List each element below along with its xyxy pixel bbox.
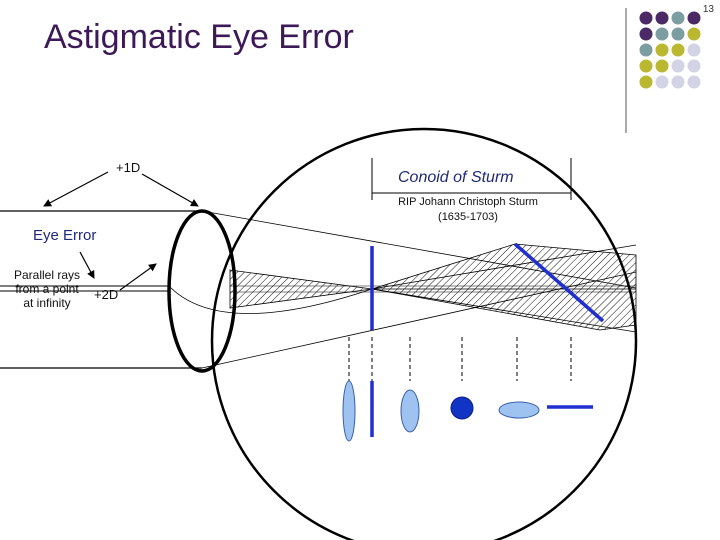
corner-dot: [655, 75, 669, 89]
sturm-name-label: RIP Johann Christoph Sturm: [398, 196, 538, 208]
corner-dot: [687, 75, 701, 89]
corner-dot: [639, 27, 653, 41]
circle-of-least-confusion: [450, 396, 474, 420]
blur-oval-vertical: [400, 389, 420, 433]
parallel-rays-label: Parallel rays from a point at infinity: [4, 268, 90, 310]
corner-dot: [687, 11, 701, 25]
plus-one-diopter-label: +1D: [116, 160, 141, 175]
conoid-hatch-left: [229, 269, 373, 309]
conoid-edge-lower: [371, 288, 637, 333]
eye-error-label: Eye Error: [33, 227, 97, 244]
corner-dot: [655, 59, 669, 73]
corner-dot: [639, 75, 653, 89]
corner-dot: [687, 43, 701, 57]
page-number: 13: [702, 4, 714, 15]
corner-dot: [671, 75, 685, 89]
corner-dot: [639, 59, 653, 73]
corner-dot: [671, 27, 685, 41]
conoid-of-sturm-title: Conoid of Sturm: [398, 169, 514, 186]
plus-two-diopter-label: +2D: [94, 287, 119, 302]
eyeball-outline: [210, 127, 638, 540]
parallel-rays-line-3: at infinity: [23, 296, 71, 310]
corner-dot: [687, 27, 701, 41]
corner-dot: [671, 43, 685, 57]
slide-title: Astigmatic Eye Error: [44, 18, 354, 56]
corner-dot: [655, 43, 669, 57]
incoming-rays: [0, 210, 202, 369]
corner-dot: [639, 11, 653, 25]
corner-dot: [655, 27, 669, 41]
corner-dot: [671, 59, 685, 73]
sturm-dates-label: (1635-1703): [438, 211, 498, 223]
annotation-arrows: [43, 171, 199, 291]
conoid-hatch-right: [371, 243, 637, 331]
horizontal-focal-line: [513, 242, 605, 323]
parallel-rays-line-1: Parallel rays: [13, 268, 81, 282]
conoid-edge-upper: [371, 244, 637, 290]
corner-dot: [671, 11, 685, 25]
corner-dot: [655, 11, 669, 25]
blur-oval-horizontal: [498, 401, 540, 419]
blur-vertical-ellipse: [342, 380, 356, 442]
dashed-projection-lines: [348, 337, 572, 381]
parallel-rays-line-2: from a point: [15, 282, 79, 296]
lens-ellipse: [167, 209, 237, 373]
corner-dot: [687, 59, 701, 73]
corner-dot-grid: [639, 11, 701, 89]
corner-dot: [639, 43, 653, 57]
